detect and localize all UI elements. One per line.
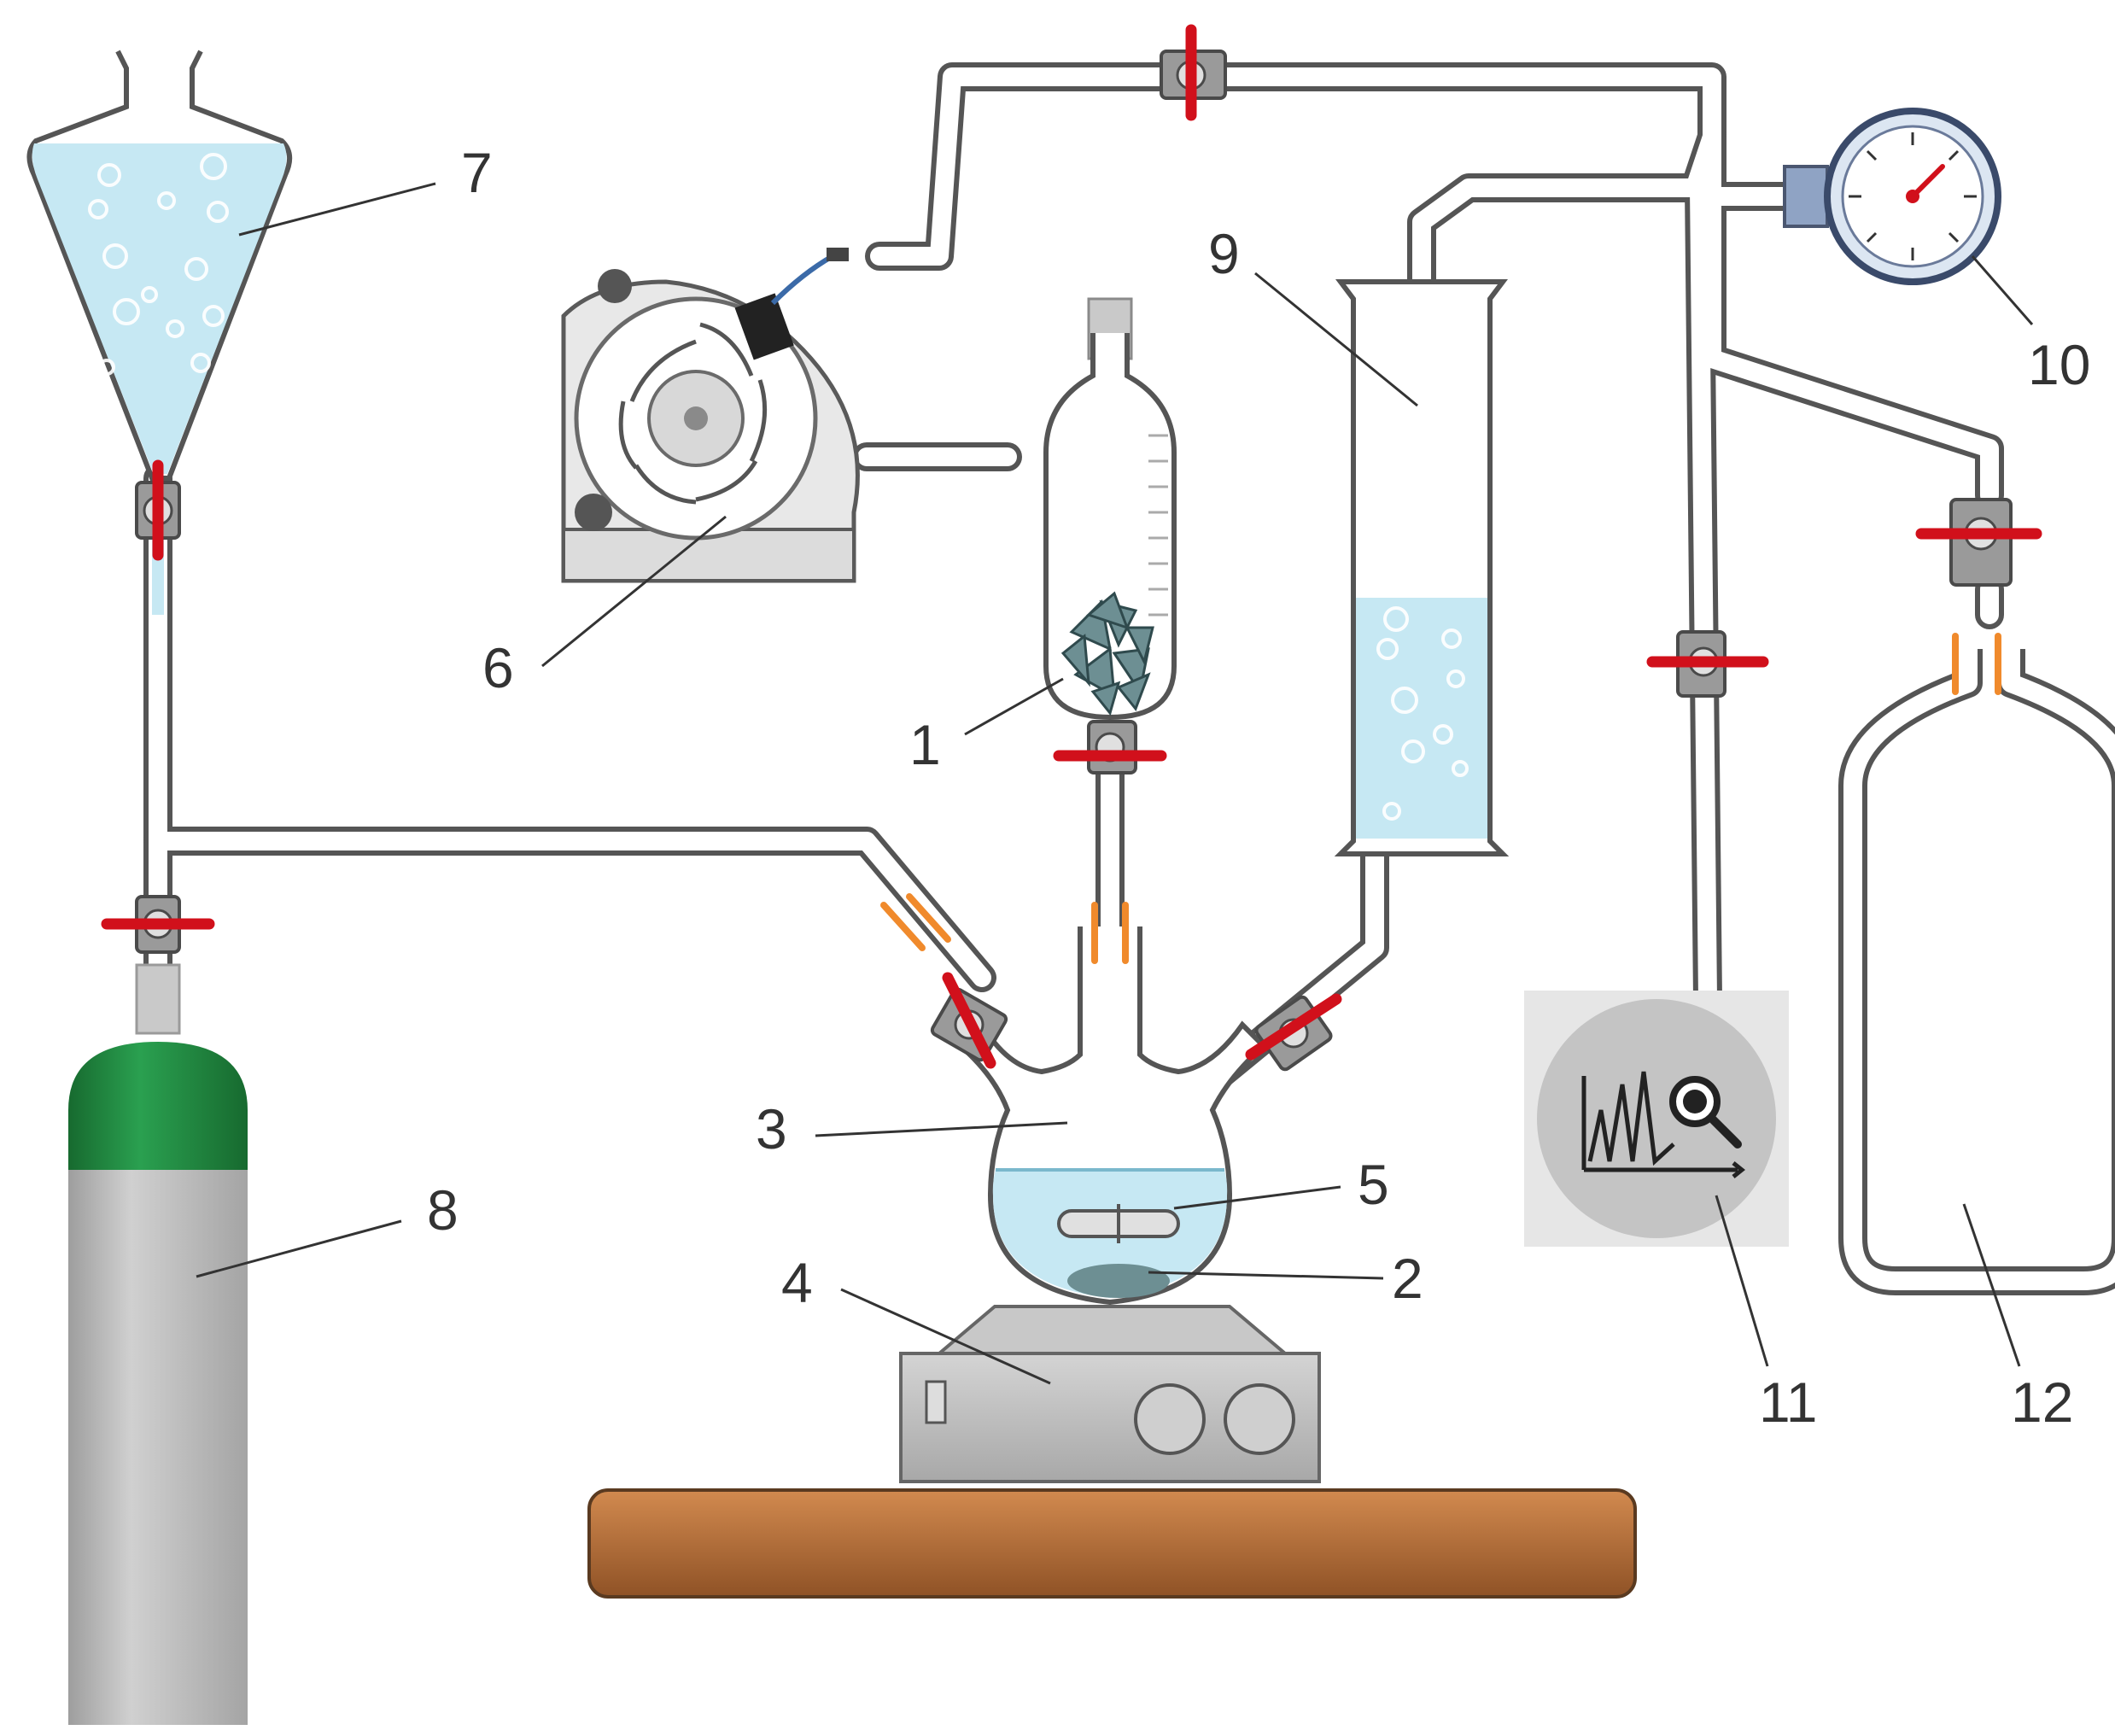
gas-cylinder (68, 963, 248, 1725)
catalyst-crystals (1060, 591, 1154, 716)
valve-top-line (1160, 24, 1227, 121)
valve-cylinder (101, 895, 215, 954)
centrifugal-fan-icon (561, 248, 860, 583)
label-10: 10 (2028, 333, 2090, 396)
valve-column (1053, 720, 1167, 774)
leader-lines (196, 182, 2034, 1385)
label-12: 12 (2011, 1371, 2073, 1434)
label-1: 1 (909, 713, 941, 776)
catalyst-deposit (1067, 1264, 1170, 1298)
valve-flask-right (1245, 993, 1342, 1072)
measuring-cylinder (1334, 279, 1510, 856)
label-6: 6 (482, 636, 514, 699)
pressure-gauge-icon (1783, 108, 2001, 285)
funnel-liquid (32, 143, 287, 474)
label-4: 4 (781, 1251, 813, 1314)
lab-bench (587, 1488, 1637, 1599)
label-11: 11 (1759, 1371, 1818, 1434)
valve-flask-left (930, 972, 1008, 1069)
label-2: 2 (1392, 1247, 1423, 1310)
label-3: 3 (756, 1097, 787, 1160)
valve-funnel (135, 459, 181, 561)
valve-analyzer-line (1646, 630, 1769, 698)
magnetic-stirrer (899, 1305, 1321, 1483)
label-9: 9 (1208, 222, 1240, 285)
magnetic-stir-bar (1057, 1204, 1180, 1243)
gas-collection-bottle (1838, 633, 2115, 1295)
label-5: 5 (1358, 1153, 1389, 1216)
label-7: 7 (461, 141, 493, 204)
catalyst-column (1043, 297, 1177, 721)
three-neck-flask (880, 893, 1268, 1306)
chromatogram-magnifier-icon (1524, 991, 1789, 1247)
valve-bottle-line (1915, 498, 2042, 587)
label-8: 8 (427, 1178, 459, 1242)
callout-labels: 1 2 3 4 5 6 7 8 9 10 11 12 (427, 141, 2090, 1434)
